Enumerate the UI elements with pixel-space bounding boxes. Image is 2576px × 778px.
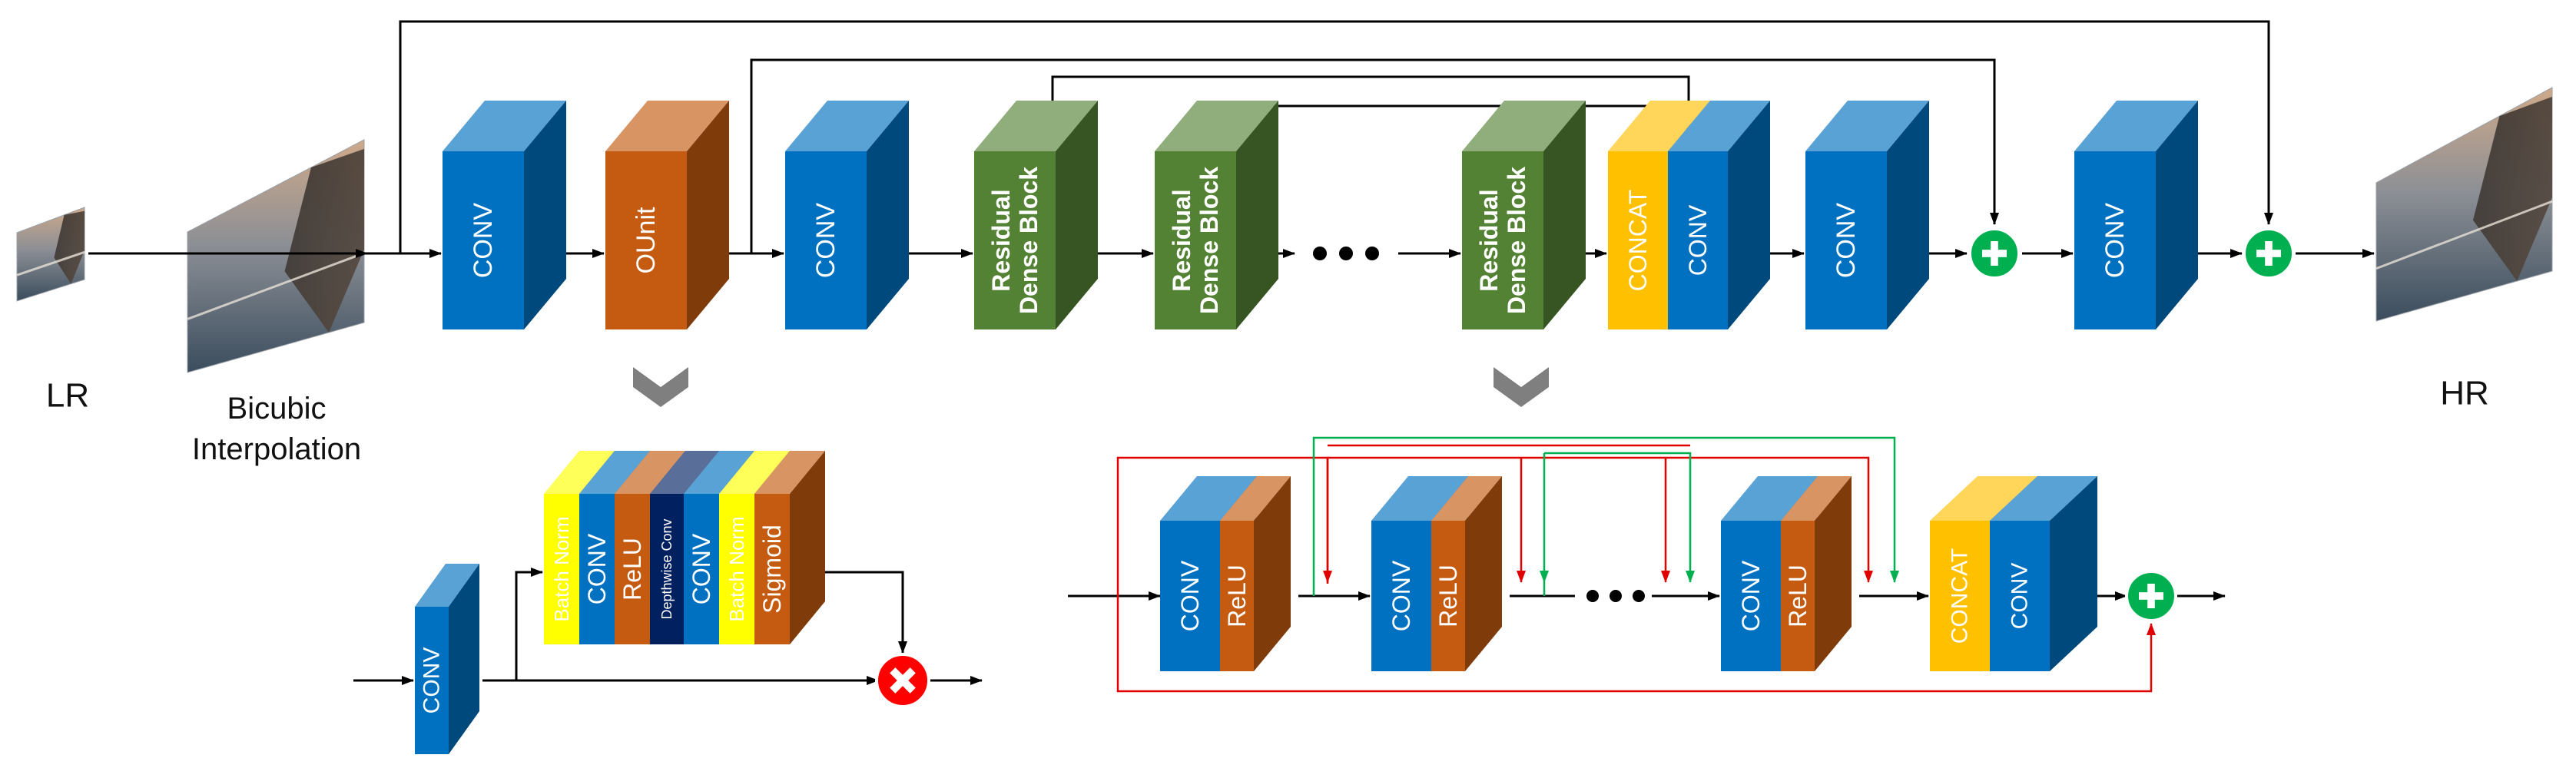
concat-conv-block xyxy=(1668,101,1770,329)
plus-circle-icon xyxy=(1968,227,2021,280)
bicubic-label-line2: Interpolation xyxy=(192,432,361,466)
sum-node-2 xyxy=(2243,227,2295,280)
bicubic-label-line1: Bicubic xyxy=(227,392,327,425)
ounit-input-conv-label: CONV xyxy=(419,647,445,714)
residual-dense-block-3-label-2: Dense Block xyxy=(1503,167,1530,314)
conv-block-1-label: CONV xyxy=(469,203,498,279)
ounit-layer-label-3: Depthwise Conv xyxy=(659,518,675,619)
bicubic-image xyxy=(187,139,365,373)
global-skip-line xyxy=(399,20,2273,253)
rdb-relu-1 xyxy=(1431,476,1502,671)
ounit-layer-label-2: ReLU xyxy=(618,538,646,601)
dense-red-line xyxy=(1328,456,1873,583)
residual-dense-block-1 xyxy=(974,101,1098,329)
residual-dense-block-1-label-1: Residual xyxy=(987,189,1015,291)
ounit-gate-arrow xyxy=(809,571,907,654)
conv-block-3-label: CONV xyxy=(1832,203,1861,279)
ounit-layer-label-5: Batch Norm xyxy=(725,516,748,621)
ounit-layer-label-4: CONV xyxy=(688,533,715,604)
chevron-down-icon xyxy=(633,367,688,407)
conv-block-4 xyxy=(2074,101,2198,329)
long-skip-line xyxy=(750,58,1999,253)
residual-dense-block-3 xyxy=(1462,101,1586,329)
plus-circle-icon xyxy=(2125,570,2177,622)
rdb-residual-line xyxy=(1116,596,2156,693)
dense-green-line xyxy=(1312,436,1899,596)
rdb-sum-node xyxy=(2125,570,2177,622)
rdb-relu-label-2: ReLU xyxy=(1784,564,1812,627)
ounit-block-label: OUnit xyxy=(632,207,661,273)
residual-dense-block-3-label-1: Residual xyxy=(1475,189,1503,291)
dense-green-line xyxy=(1544,452,1695,583)
rdb-conv-label-2: CONV xyxy=(1737,560,1765,631)
hr-image xyxy=(2375,87,2553,322)
residual-dense-block-1-label-2: Dense Block xyxy=(1015,167,1043,314)
rdb-relu-label-0: ReLU xyxy=(1223,564,1251,627)
rdb-concat-conv-block xyxy=(1990,476,2097,671)
conv-block-2 xyxy=(785,101,909,329)
ounit-layer-label-0: Batch Norm xyxy=(550,516,573,621)
chevron-down-icon xyxy=(1494,367,1549,407)
rdb-conv-label-1: CONV xyxy=(1387,560,1415,631)
rdb2-to-concat-line xyxy=(1232,104,1678,151)
ellipsis-icon xyxy=(1586,590,1645,602)
ounit-block xyxy=(605,101,729,329)
conv-block-3 xyxy=(1805,101,1929,329)
conv-block-1 xyxy=(443,101,566,329)
sum-node-1 xyxy=(1968,227,2021,280)
rdb-conv-label-0: CONV xyxy=(1176,560,1204,631)
rdb-concat-conv-label: CONV xyxy=(2007,563,2033,630)
plus-circle-icon xyxy=(2243,227,2295,280)
residual-dense-block-2-label-2: Dense Block xyxy=(1195,167,1223,314)
ounit-layer-label-6: Sigmoid xyxy=(758,525,786,614)
ounit-branch-arrow xyxy=(515,568,543,680)
rdb-relu-label-1: ReLU xyxy=(1434,564,1462,627)
residual-dense-block-2-label-1: Residual xyxy=(1168,189,1195,291)
concat-conv-label: CONV xyxy=(1684,204,1712,276)
concat-label: CONCAT xyxy=(1624,190,1652,292)
ounit-layer-6 xyxy=(754,451,825,644)
ellipsis-icon xyxy=(1313,247,1379,260)
rdb-concat-label: CONCAT xyxy=(1948,548,1973,644)
conv-block-2-label: CONV xyxy=(811,203,840,279)
rdb-relu-0 xyxy=(1220,476,1291,671)
lr-image xyxy=(16,207,85,302)
rdb-relu-2 xyxy=(1781,476,1852,671)
multiply-node xyxy=(875,653,930,708)
ounit-input-conv-block xyxy=(415,564,479,754)
lr-label: LR xyxy=(46,377,89,415)
conv-block-4-label: CONV xyxy=(2100,203,2130,279)
ounit-layer-label-1: CONV xyxy=(583,533,611,604)
residual-dense-block-2 xyxy=(1155,101,1278,329)
rdb1-to-concat-line xyxy=(1051,75,1693,151)
hr-label: HR xyxy=(2440,375,2489,412)
times-circle-icon xyxy=(875,653,930,708)
